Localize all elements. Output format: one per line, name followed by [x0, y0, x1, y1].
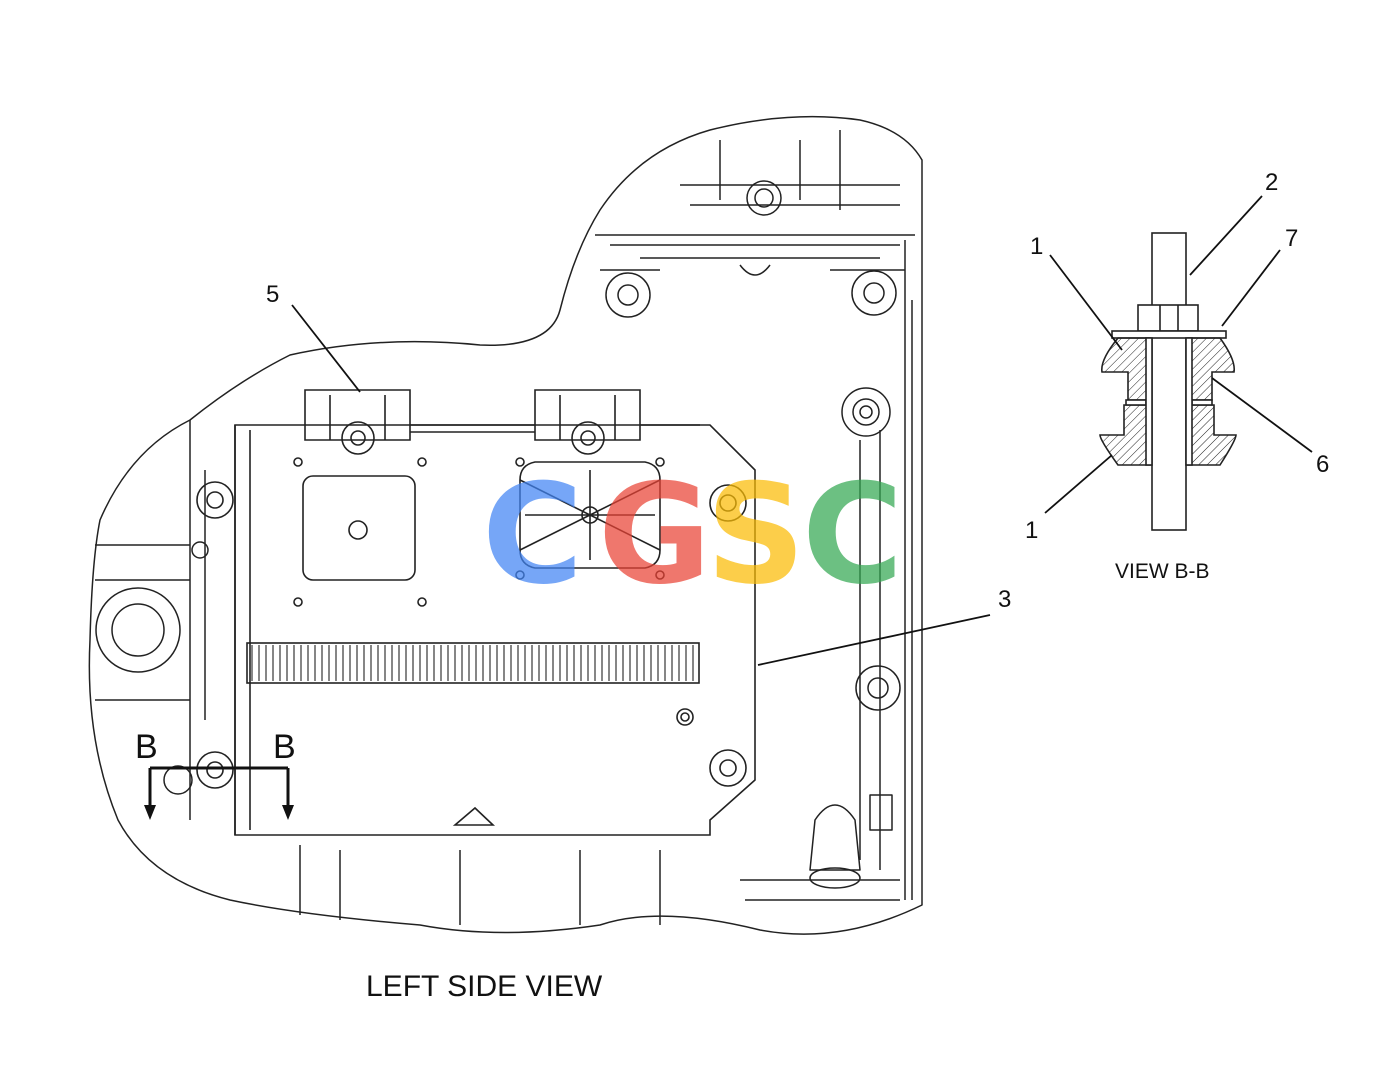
grommet-lower-right [1187, 404, 1237, 466]
section-view-caption: VIEW B-B [1115, 560, 1210, 583]
callout-2: 2 [1265, 169, 1278, 196]
callout-5: 5 [266, 281, 279, 308]
leader-line-3 [757, 614, 991, 666]
section-view-b-b [1099, 232, 1237, 531]
section-arrow-right [282, 805, 294, 820]
grommet-upper-left [1101, 337, 1151, 401]
leader-line-5 [291, 304, 361, 393]
grommet-upper-right [1187, 337, 1236, 401]
leader-line-1-lower [1044, 454, 1113, 514]
bracket-plate-left [1125, 399, 1147, 406]
section-marker-right: B [273, 728, 296, 766]
leader-line-2 [1189, 195, 1263, 276]
watermark-letter-g: G [598, 454, 711, 615]
spacer-sleeve-left [1145, 337, 1153, 466]
washer [1111, 330, 1227, 339]
callout-1-upper: 1 [1030, 233, 1043, 260]
bolt-shank [1151, 232, 1187, 531]
engine-block-illustration [88, 115, 923, 935]
main-view-caption: LEFT SIDE VIEW [366, 970, 603, 1003]
callout-7: 7 [1285, 225, 1298, 252]
bolt-head [1137, 304, 1199, 332]
section-marker-left: B [135, 728, 158, 766]
ecm-module [196, 389, 756, 836]
bracket-plate-right [1191, 399, 1213, 406]
watermark-letter-c1: C [482, 454, 583, 615]
callout-3: 3 [998, 586, 1011, 613]
ecm-housing [234, 424, 756, 836]
leader-line-6 [1211, 377, 1313, 453]
engine-outline [88, 115, 923, 935]
callout-1-lower: 1 [1025, 517, 1038, 544]
watermark-letter-c2: C [802, 454, 903, 615]
cooling-fins [246, 642, 700, 684]
section-arrow-left [144, 805, 156, 820]
spacer-sleeve-right [1185, 337, 1193, 466]
leader-line-1-upper [1049, 254, 1123, 351]
watermark-letter-s: S [706, 454, 805, 615]
connector-left [302, 475, 416, 581]
callout-6: 6 [1316, 451, 1329, 478]
watermark-logo: C G S C [482, 454, 903, 615]
grommet-lower-left [1099, 404, 1151, 466]
leader-line-7 [1221, 249, 1281, 327]
section-line-b-b [148, 766, 290, 808]
